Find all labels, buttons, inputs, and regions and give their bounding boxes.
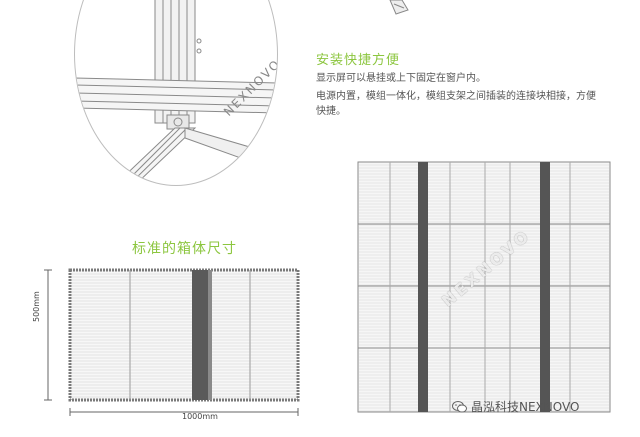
wechat-watermark: 晶泓科技NEXNOVO [452,398,579,415]
install-desc-line1: 显示屏可以悬挂或上下固定在窗户内。 [316,73,486,84]
install-desc-line2: 电源内置，模组一体化，模组支架之间插装的连接块相接，方便快捷。 [316,91,596,117]
cabinet-wall-drawing [357,161,611,413]
wechat-watermark-text: 晶泓科技NEXNOVO [471,400,580,414]
height-dimension-label: 500mm [32,291,41,322]
cabinet-size-title: 标准的箱体尺寸 [132,241,237,257]
install-title: 安装快捷方便 [316,53,401,68]
bracket-detail-drawing [75,0,277,185]
cabinet-drawing [44,268,300,416]
wechat-icon [452,400,467,412]
bracket-detail-illustration: NEXNOVO [74,0,278,186]
corner-part-illustration [389,0,409,15]
width-dimension-label: 1000mm [182,412,218,421]
